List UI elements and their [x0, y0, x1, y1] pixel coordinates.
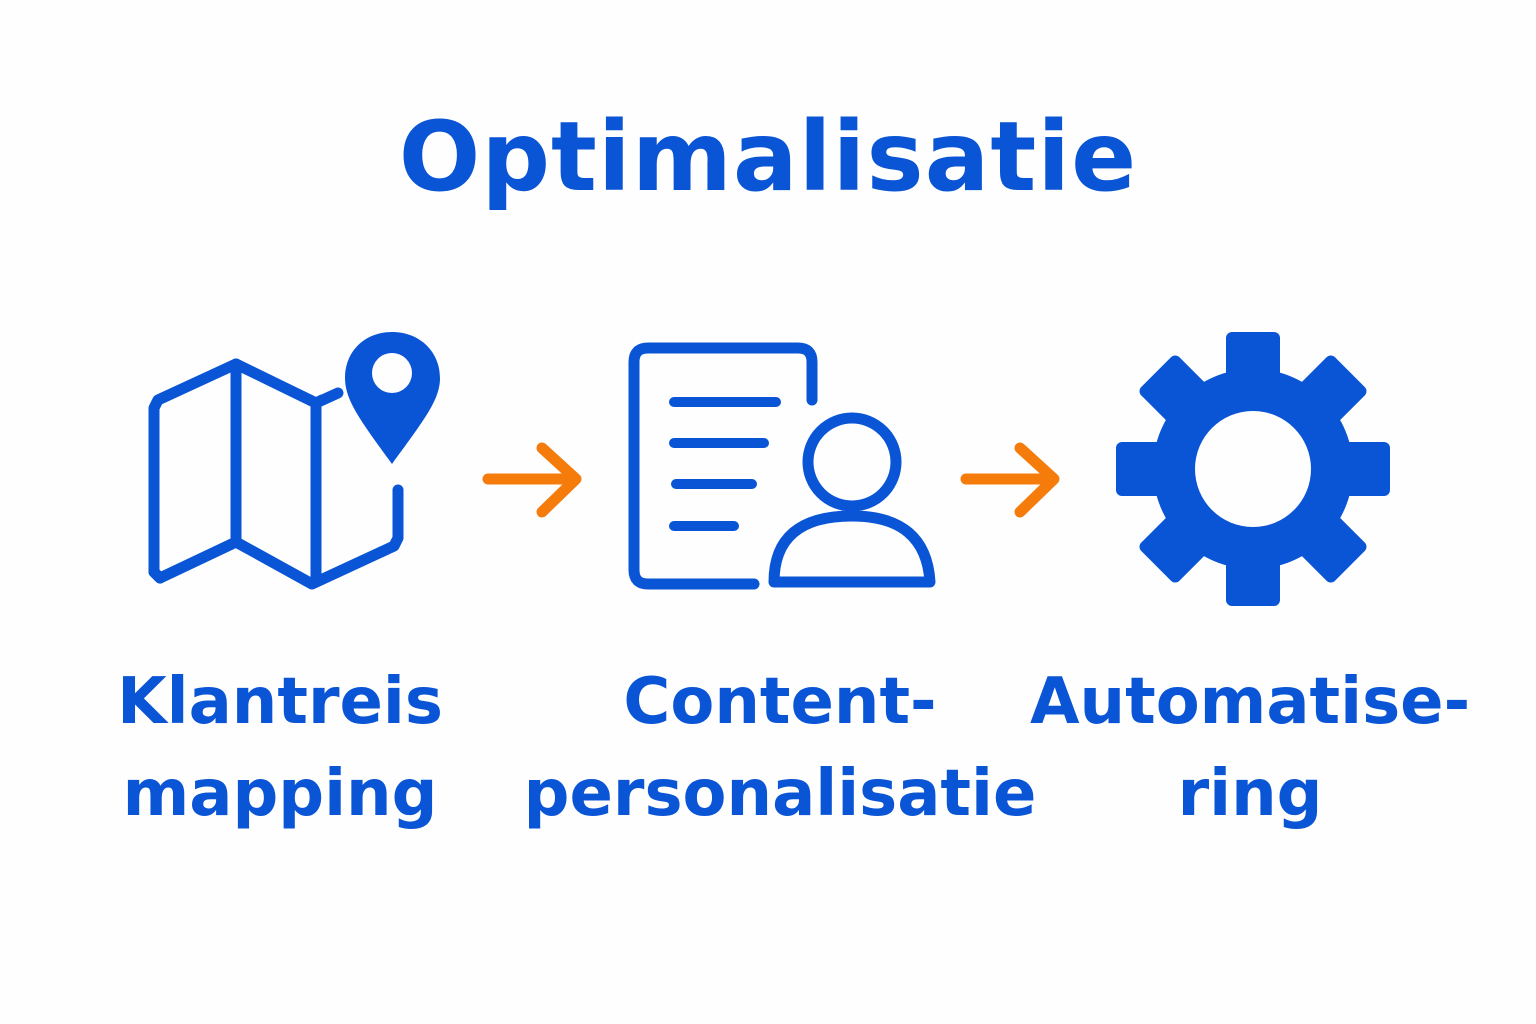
map-with-pin-icon	[140, 330, 450, 595]
label-line-1: Content-	[623, 665, 937, 739]
label-line-2: personalisatie	[523, 757, 1037, 831]
step-label-klantreis: Klantreis mapping	[100, 656, 460, 840]
diagram-title: Optimalisatie	[398, 101, 1138, 213]
document-with-user-icon	[622, 340, 942, 590]
gear-icon	[1116, 332, 1390, 606]
label-line-1: Klantreis	[117, 665, 443, 739]
arrow-right-icon	[482, 440, 584, 520]
label-line-1: Automatise-	[1030, 665, 1471, 739]
label-line-2: mapping	[122, 757, 438, 831]
label-line-2: ring	[1177, 757, 1323, 831]
arrow-right-icon	[960, 440, 1062, 520]
step-label-content: Content- personalisatie	[520, 656, 1040, 840]
step-label-automatisering: Automatise- ring	[1030, 656, 1470, 840]
